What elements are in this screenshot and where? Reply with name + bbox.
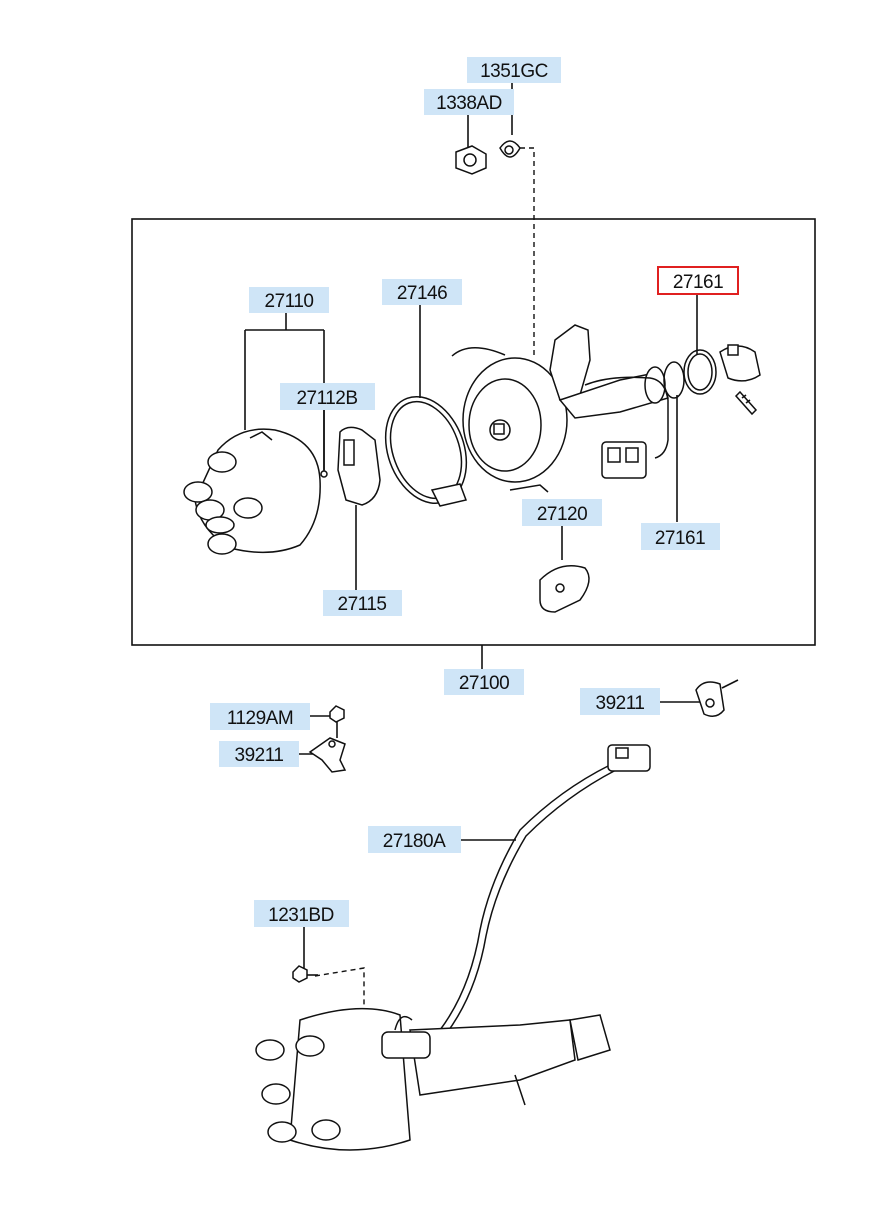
pin-icon (734, 390, 758, 416)
coupling-icon (719, 344, 761, 382)
label-text-27146: 27146 (397, 283, 447, 304)
distributor-housing-icon (451, 324, 669, 493)
label-27100[interactable]: 27100 (444, 669, 524, 695)
label-1129AM[interactable]: 1129AM (210, 703, 310, 730)
o-ring-small-icon (663, 349, 717, 399)
label-text-1351GC: 1351GC (480, 61, 548, 82)
part-labels: 1351GC 1338AD 27161 27110 27146 27112B 2… (210, 57, 739, 927)
label-1231BD[interactable]: 1231BD (254, 900, 349, 927)
label-text-27180A: 27180A (383, 831, 446, 852)
label-text-27110: 27110 (265, 291, 314, 312)
label-27110[interactable]: 27110 (249, 287, 329, 313)
assembled-distributor-icon (255, 1007, 611, 1151)
label-27146[interactable]: 27146 (382, 279, 462, 305)
label-27112B[interactable]: 27112B (280, 383, 375, 410)
rotor-icon (320, 426, 381, 506)
label-text-1231BD: 1231BD (268, 905, 334, 926)
label-text-27115: 27115 (338, 594, 387, 615)
label-text-27120: 27120 (537, 504, 587, 525)
clamp-icon (308, 737, 347, 773)
nut-icon (455, 145, 487, 175)
label-1338AD[interactable]: 1338AD (424, 89, 514, 115)
pickup-plate-icon (539, 565, 590, 613)
label-27161-top[interactable]: 27161 (657, 266, 739, 295)
label-39211-right[interactable]: 39211 (580, 688, 660, 715)
label-text-27161-top: 27161 (673, 272, 723, 293)
washer-icon (499, 140, 521, 158)
label-text-27161-bottom: 27161 (655, 528, 705, 549)
bracket-icon (695, 679, 739, 717)
bolt-icon (329, 705, 345, 738)
wire-harness-icon (439, 744, 651, 1035)
label-27180A[interactable]: 27180A (368, 826, 461, 853)
label-27115[interactable]: 27115 (323, 590, 402, 616)
label-1351GC[interactable]: 1351GC (467, 57, 561, 83)
bolt-small-icon (292, 965, 318, 983)
label-27161-bottom[interactable]: 27161 (641, 523, 720, 550)
o-ring-icon (384, 395, 468, 507)
label-text-27100: 27100 (459, 673, 509, 694)
label-text-1338AD: 1338AD (436, 93, 502, 114)
assembly-frame (131, 218, 816, 646)
label-text-1129AM: 1129AM (227, 708, 293, 729)
label-39211-left[interactable]: 39211 (219, 741, 299, 767)
label-text-39211-right: 39211 (596, 693, 645, 714)
label-text-39211-left: 39211 (235, 745, 284, 766)
label-text-27112B: 27112B (296, 388, 357, 409)
label-27120[interactable]: 27120 (522, 499, 602, 526)
cap-terminals (183, 451, 263, 555)
leader-lines (244, 82, 700, 1030)
distributor-cap-icon (183, 428, 321, 555)
